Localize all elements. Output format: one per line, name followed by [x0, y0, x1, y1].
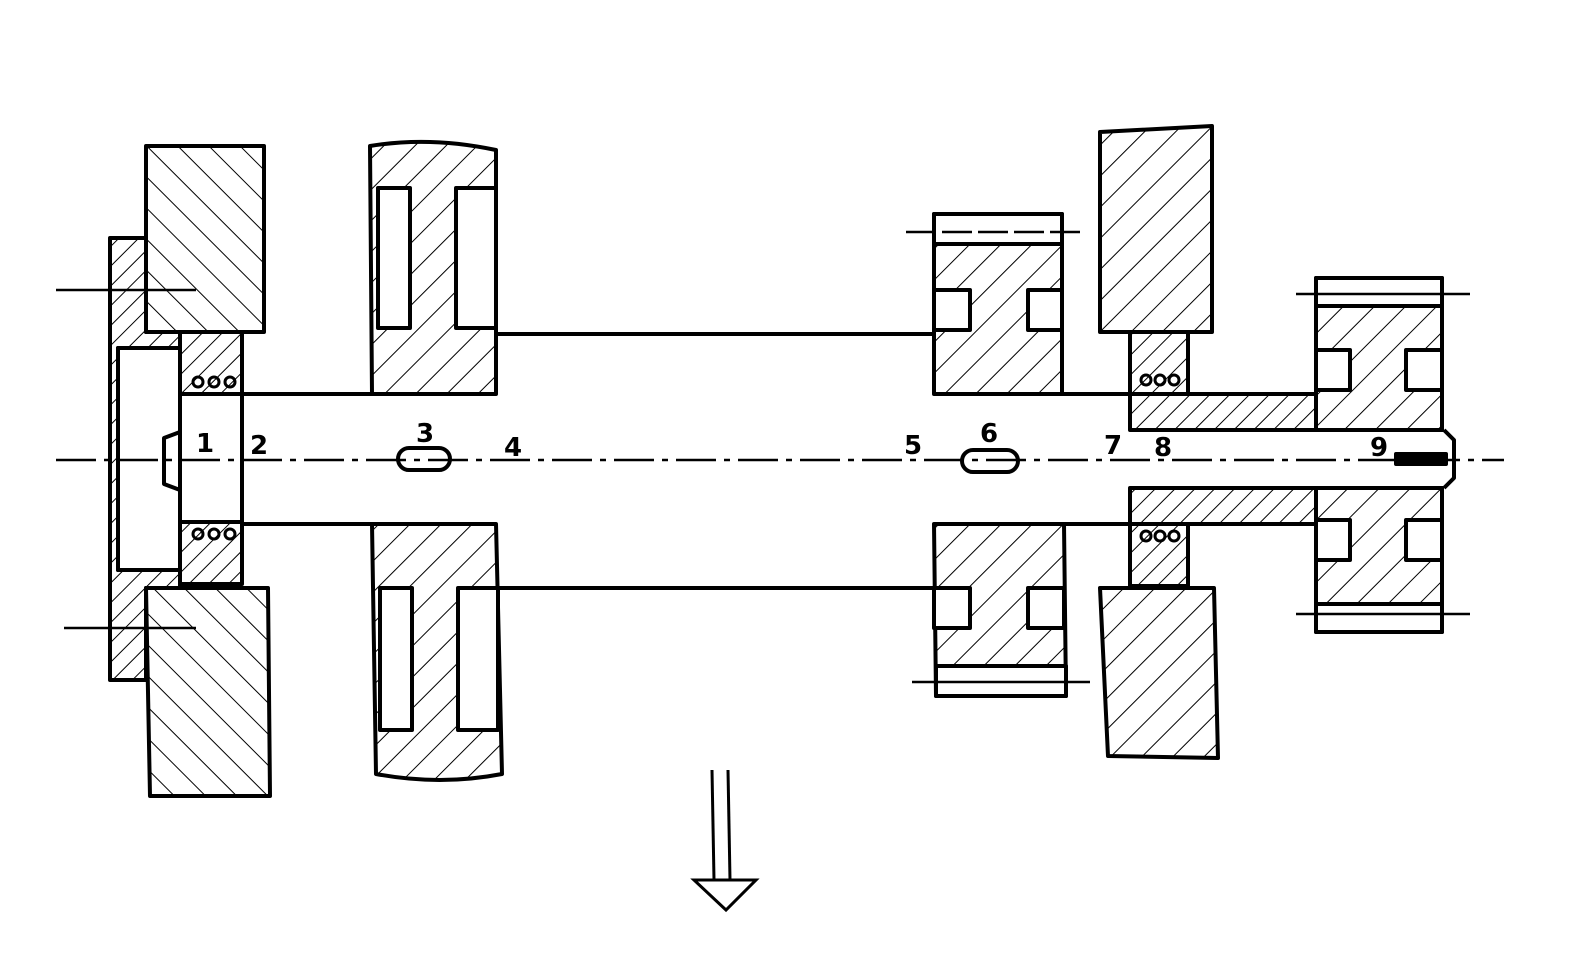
- callout-1: 1: [196, 429, 214, 459]
- left-gear-pocket-2: [454, 186, 498, 330]
- small-gear-pocket-1: [1314, 348, 1352, 392]
- left-gear-pocket-1: [376, 186, 412, 330]
- center-lines: [56, 230, 1504, 684]
- callout-8: 8: [1154, 433, 1172, 463]
- callout-6: 6: [980, 419, 998, 449]
- right-gear-pocket-1: [932, 288, 972, 332]
- callout-labels: 1 2 3 4 5 6 7 8 9: [196, 419, 1388, 463]
- callout-9: 9: [1370, 433, 1388, 463]
- right-gear-pocket-4: [1026, 586, 1066, 630]
- callout-5: 5: [904, 431, 922, 461]
- right-bearing-balls: [1139, 373, 1181, 543]
- small-gear-pocket-2: [1404, 348, 1444, 392]
- callout-4: 4: [504, 433, 522, 463]
- callout-7: 7: [1104, 431, 1122, 461]
- right-housing-upper: [1098, 124, 1214, 334]
- hollow-sleeve-lower: [1128, 486, 1318, 526]
- right-gear-pocket-2: [1026, 288, 1064, 332]
- load-direction-arrow: [690, 769, 760, 913]
- callout-2: 2: [250, 431, 268, 461]
- left-bearing-lower: [178, 520, 244, 586]
- left-shaft-end: [162, 430, 181, 492]
- shaft-middle-section: [496, 332, 934, 590]
- small-gear-pocket-3: [1314, 518, 1352, 562]
- right-gear-rim-top: [932, 212, 1064, 246]
- shaft-right-section: [1062, 392, 1130, 526]
- right-gear-pocket-3: [932, 586, 972, 630]
- hollow-sleeve-upper: [1128, 392, 1318, 432]
- left-bearing-upper: [178, 330, 244, 396]
- left-gear-bore: [372, 392, 496, 526]
- small-gear-pocket-4: [1404, 518, 1444, 562]
- left-housing-lower: [144, 586, 272, 798]
- left-gear-pocket-3: [378, 586, 414, 732]
- small-gear-rim-top: [1314, 276, 1444, 308]
- left-housing-upper: [144, 144, 266, 334]
- small-gear-rim-bottom: [1314, 602, 1444, 634]
- left-gear-pocket-4: [456, 586, 500, 732]
- callout-3: 3: [416, 419, 434, 449]
- right-housing-lower: [1098, 586, 1220, 760]
- left-bearing-balls: [191, 375, 237, 541]
